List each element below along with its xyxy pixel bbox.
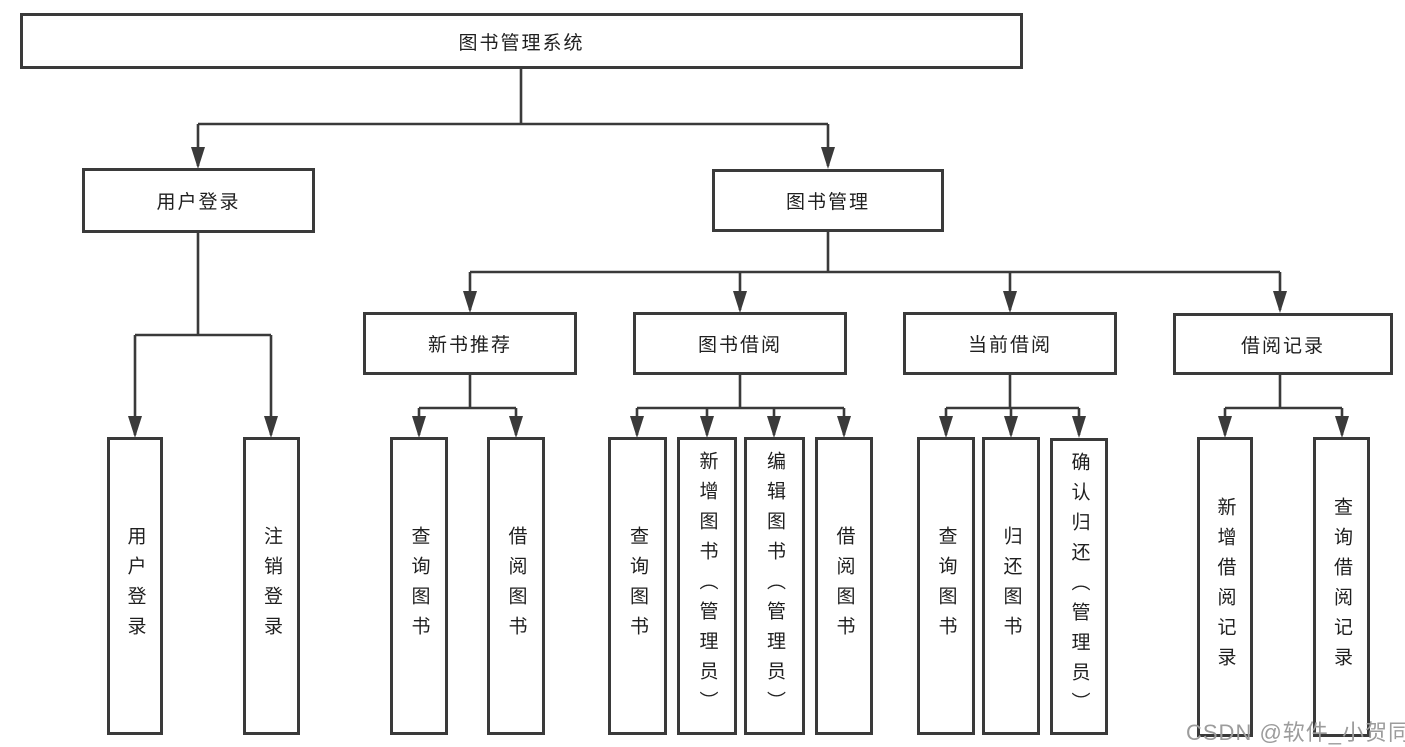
- node-new-book-recommend: 新书推荐: [363, 312, 577, 375]
- node-borrowing-records-label: 借阅记录: [1240, 335, 1325, 357]
- csdn-watermark: CSDN @软件_小贺同学: [1186, 720, 1405, 745]
- node-library-system: 图书管理系统: [20, 13, 1023, 69]
- leaf-borrowing-borrow-books: 借阅图书: [815, 437, 873, 735]
- node-book-management-label: 图书管理: [785, 192, 870, 213]
- leaf-logout-label: 注销登录: [261, 526, 282, 646]
- node-user-login-label: 用户登录: [156, 192, 241, 213]
- leaf-query-borrow-record: 查询借阅记录: [1313, 437, 1370, 737]
- leaf-confirm-return-admin-label: 确认归还（管理员）: [1068, 451, 1090, 722]
- leaf-borrowing-query-books-label: 查询图书: [627, 526, 648, 646]
- node-current-borrowing: 当前借阅: [903, 312, 1117, 375]
- leaf-confirm-return-admin: 确认归还（管理员）: [1050, 438, 1108, 735]
- leaf-recommend-query-books: 查询图书: [390, 437, 448, 735]
- leaf-recommend-borrow-books-label: 借阅图书: [505, 526, 527, 646]
- leaf-add-books-admin: 新增图书（管理员）: [677, 437, 737, 735]
- node-library-system-label: 图书管理系统: [458, 32, 585, 54]
- leaf-edit-books-admin: 编辑图书（管理员）: [744, 437, 805, 735]
- leaf-query-borrow-record-label: 查询借阅记录: [1331, 497, 1352, 677]
- leaf-return-books: 归还图书: [982, 437, 1040, 735]
- leaf-recommend-query-books-label: 查询图书: [408, 526, 430, 646]
- node-borrowing-records: 借阅记录: [1173, 313, 1393, 375]
- node-book-management: 图书管理: [712, 169, 944, 232]
- node-book-borrowing-label: 图书借阅: [697, 335, 782, 356]
- leaf-logout: 注销登录: [243, 437, 300, 735]
- leaf-add-borrow-record-label: 新增借阅记录: [1214, 497, 1236, 677]
- leaf-current-query-books-label: 查询图书: [935, 526, 957, 646]
- node-new-book-recommend-label: 新书推荐: [427, 335, 512, 356]
- leaf-add-borrow-record: 新增借阅记录: [1197, 437, 1253, 737]
- leaf-return-books-label: 归还图书: [1000, 526, 1022, 646]
- leaf-edit-books-admin-label: 编辑图书（管理员）: [764, 451, 785, 721]
- leaf-user-login: 用户登录: [107, 437, 163, 735]
- leaf-borrowing-borrow-books-label: 借阅图书: [833, 526, 855, 646]
- leaf-recommend-borrow-books: 借阅图书: [487, 437, 545, 735]
- node-book-borrowing: 图书借阅: [633, 312, 847, 375]
- node-current-borrowing-label: 当前借阅: [967, 335, 1052, 356]
- leaf-add-books-admin-label: 新增图书（管理员）: [696, 451, 718, 721]
- leaf-borrowing-query-books: 查询图书: [608, 437, 667, 735]
- node-user-login: 用户登录: [82, 168, 315, 233]
- leaf-user-login-label: 用户登录: [124, 526, 146, 646]
- arrowhead-icons: [128, 147, 1349, 438]
- leaf-current-query-books: 查询图书: [917, 437, 975, 735]
